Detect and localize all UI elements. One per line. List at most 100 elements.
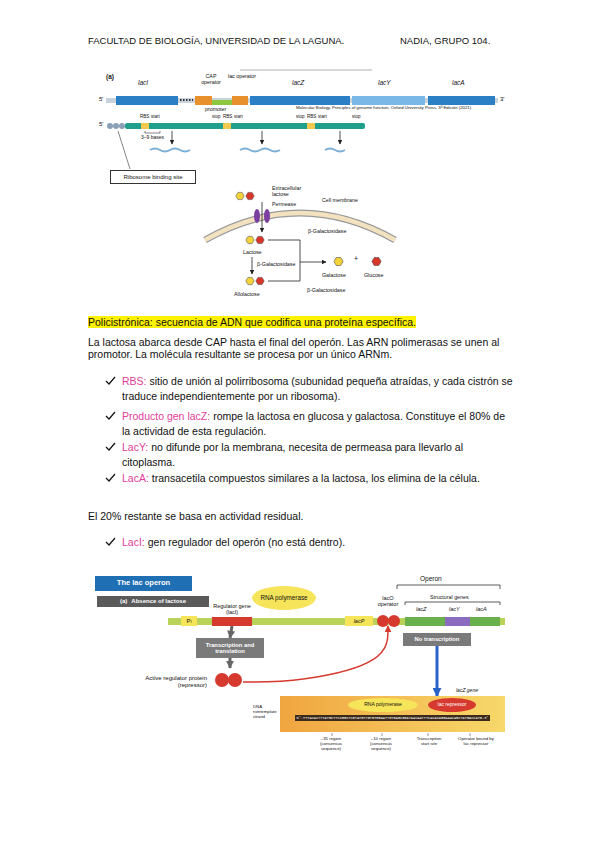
cell-figure: [300, 262, 326, 263]
text-label: stop: [352, 114, 361, 119]
repressor-protein: Active regulator protein (repressor): [117, 668, 243, 696]
lac-operon-figure: [228, 673, 242, 687]
text-label: lacA: [476, 606, 487, 612]
lac-operon-figure: [332, 733, 470, 736]
text-label: start: [318, 114, 327, 119]
text-label: start: [234, 114, 243, 119]
cell-figure: [372, 258, 381, 266]
process-box: Transcription and translation: [196, 638, 264, 658]
text-label: 5': [99, 121, 103, 128]
lac-operon-figure: [397, 585, 500, 589]
connector-arrow: [243, 626, 388, 682]
operon-map: [428, 96, 495, 105]
text-label: lacZ: [292, 79, 304, 86]
mrna: [113, 123, 119, 129]
text-label: Molecular Biology, Principles of genome …: [296, 106, 471, 111]
cell-figure: [246, 236, 254, 243]
operon-map: [250, 96, 350, 105]
mrna: [119, 123, 125, 129]
cell-figure: [264, 209, 270, 223]
text-label: 3': [500, 96, 504, 103]
cell-figure: [205, 213, 395, 240]
text-label: lacY: [378, 79, 391, 86]
text-label: +: [354, 255, 358, 263]
node-text: Transcription and translation: [198, 642, 262, 655]
operon-map: [116, 96, 178, 105]
text-label: RBS: [223, 114, 232, 119]
text-label: β-Galactosidase: [307, 287, 345, 293]
operon-map: [180, 99, 193, 101]
lac-operon-figure: [445, 617, 470, 626]
text-label: Extracellular lactose: [272, 185, 317, 197]
text-label: lac operator: [228, 73, 256, 79]
bullet-item: LacI:gen regulador del operón (no está d…: [122, 535, 514, 550]
bullet-term: Producto gen lacZ:: [122, 410, 210, 422]
text-label: lacZ: [416, 606, 426, 612]
text-label: lacZ gene: [456, 688, 478, 694]
text-label: promoter: [205, 106, 226, 112]
enzyme-blob: RNA polymerase: [252, 586, 316, 610]
mrna: [150, 149, 190, 152]
mrna: [307, 123, 315, 129]
cell-figure: [254, 209, 260, 223]
lac-operon-figure: [405, 602, 500, 605]
text-label: –10 region (consensus sequence): [366, 737, 396, 752]
cell-figure: [256, 236, 264, 243]
connector-arrow: [229, 658, 232, 668]
promoter-zoom: 5'-TTTACACTTTATGCTTCCGGCTCGTATGTTGTGTGGA…: [280, 696, 505, 732]
mrna: [118, 131, 130, 169]
bullet-term: LacI:: [122, 536, 145, 548]
mrna: [107, 123, 113, 129]
text-label: β-Galactosidase: [257, 261, 295, 267]
text-label: stop: [212, 114, 221, 119]
text-label: (a): [106, 73, 114, 80]
bullet-item: RBS:sitio de unión al polirribosoma (sub…: [122, 374, 514, 404]
cell-figure: [262, 202, 263, 232]
mrna: [145, 131, 160, 133]
node-text: (a): [120, 598, 127, 605]
lac-operon-figure: [470, 617, 500, 626]
text-label: Structural genes: [430, 594, 469, 600]
cell-figure: [252, 257, 253, 274]
text-label: CAP operator: [196, 73, 226, 85]
cell-figure: [334, 258, 343, 266]
text-label: La lactosa abarca desde CAP hasta el fin…: [88, 336, 518, 360]
node-text: Ribosome binding site: [123, 174, 182, 181]
text-label: RBS: [140, 114, 149, 119]
regulator-gene: Regulator gene (lacI): [209, 602, 255, 626]
bullet-item: Producto gen lacZ:rompe la lactosa en gl…: [122, 409, 514, 439]
operon-map: [212, 100, 232, 105]
text-label: Operator bound by lac repressor: [456, 737, 496, 747]
connector-arrow: [230, 626, 232, 638]
lac-operon-figure: [405, 617, 445, 626]
callout-box: Ribosome binding site: [110, 170, 196, 184]
checkmark: [106, 538, 115, 545]
title-band: The lac operon: [95, 576, 192, 591]
lac-operon-figure: [377, 615, 389, 627]
text-label: 5': [99, 96, 103, 103]
lac-operon-figure: [388, 615, 400, 627]
dna-sequence: 5'-TTTACACTTTATGCTTCCGGCTCGTATGTTGTGTGGA…: [295, 715, 491, 721]
text-label: Transcription start site: [414, 737, 444, 747]
mrna: [223, 123, 231, 129]
mrna: [262, 131, 263, 144]
node-text: Regulator gene (lacI): [211, 603, 253, 615]
operator-site: lacO operator: [371, 594, 405, 626]
bullet-text: transacetila compuestos similares a la l…: [152, 472, 480, 484]
bullet-text: no difunde por la membrana, necesita de …: [122, 441, 463, 468]
cell-figure: [236, 192, 244, 199]
text-label: RBS: [307, 114, 316, 119]
text-label: Lactose: [243, 249, 262, 255]
node-text: RNA polymerase: [364, 702, 402, 708]
repressor-blob: lac repressor: [428, 698, 476, 712]
process-box: No transcription: [403, 633, 471, 646]
section-band: (a)Absence of lactose: [97, 596, 209, 607]
lac-operon-figure: [212, 617, 252, 626]
text-label: NADIA, GRUPO 104.: [400, 36, 490, 47]
bullet-term: LacA:: [122, 472, 149, 484]
text-label: Glucose: [364, 272, 383, 278]
mrna: [172, 131, 173, 144]
highlighted-definition: Policistrónica: secuencia de ADN que cod…: [88, 316, 416, 328]
checkmark: [106, 443, 115, 450]
node-text: No transcription: [415, 636, 460, 642]
